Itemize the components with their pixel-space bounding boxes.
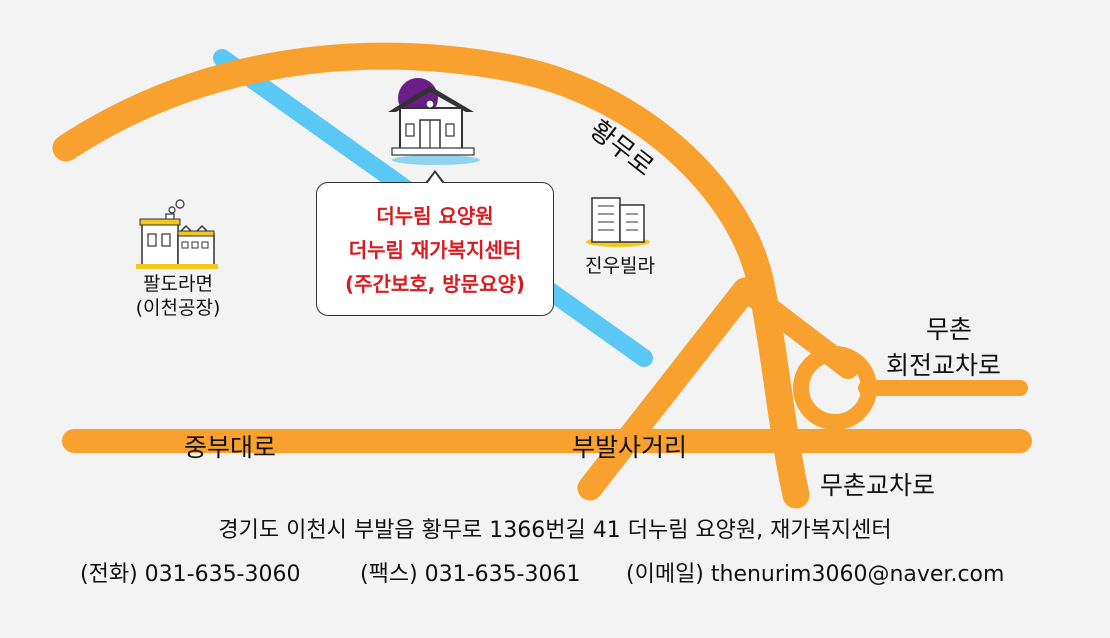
address: 경기도 이천시 부발읍 황무로 1366번길 41 더누림 요양원, 재가복지센…: [218, 518, 892, 543]
destination-center: 더누림 재가복지센터: [348, 238, 522, 262]
care-home-building-icon: [388, 78, 480, 165]
destination-services: (주간보호, 방문요양): [344, 272, 526, 296]
label-paldo-name: 팔도라면: [143, 273, 213, 295]
label-paldo: 팔도라면 (이천공장): [118, 272, 238, 320]
label-paldo-sub: (이천공장): [135, 297, 221, 319]
label-jinwoo-villa: 진우빌라: [585, 255, 655, 277]
label-muchon: 무촌: [926, 315, 973, 344]
destination-callout: 더누림 요양원 더누림 재가복지센터 (주간보호, 방문요양): [316, 170, 554, 316]
email: (이메일) thenurim3060@naver.com: [626, 562, 1005, 587]
road-hwangmu-ro: [52, 42, 810, 509]
phone: (전화) 031-635-3060: [80, 562, 301, 587]
destination-name: 더누림 요양원: [376, 204, 494, 228]
apartment-icon: [586, 197, 650, 247]
label-jungbu-daero: 중부대로: [184, 433, 277, 462]
label-muchon-crossroad: 무촌교차로: [820, 471, 936, 500]
factory-icon: [136, 199, 218, 269]
label-rotary: 회전교차로: [886, 351, 1002, 380]
fax: (팩스) 031-635-3061: [360, 562, 581, 587]
label-bubal-crossroad: 부발사거리: [572, 433, 688, 462]
road-branch-southwest: [577, 277, 758, 501]
